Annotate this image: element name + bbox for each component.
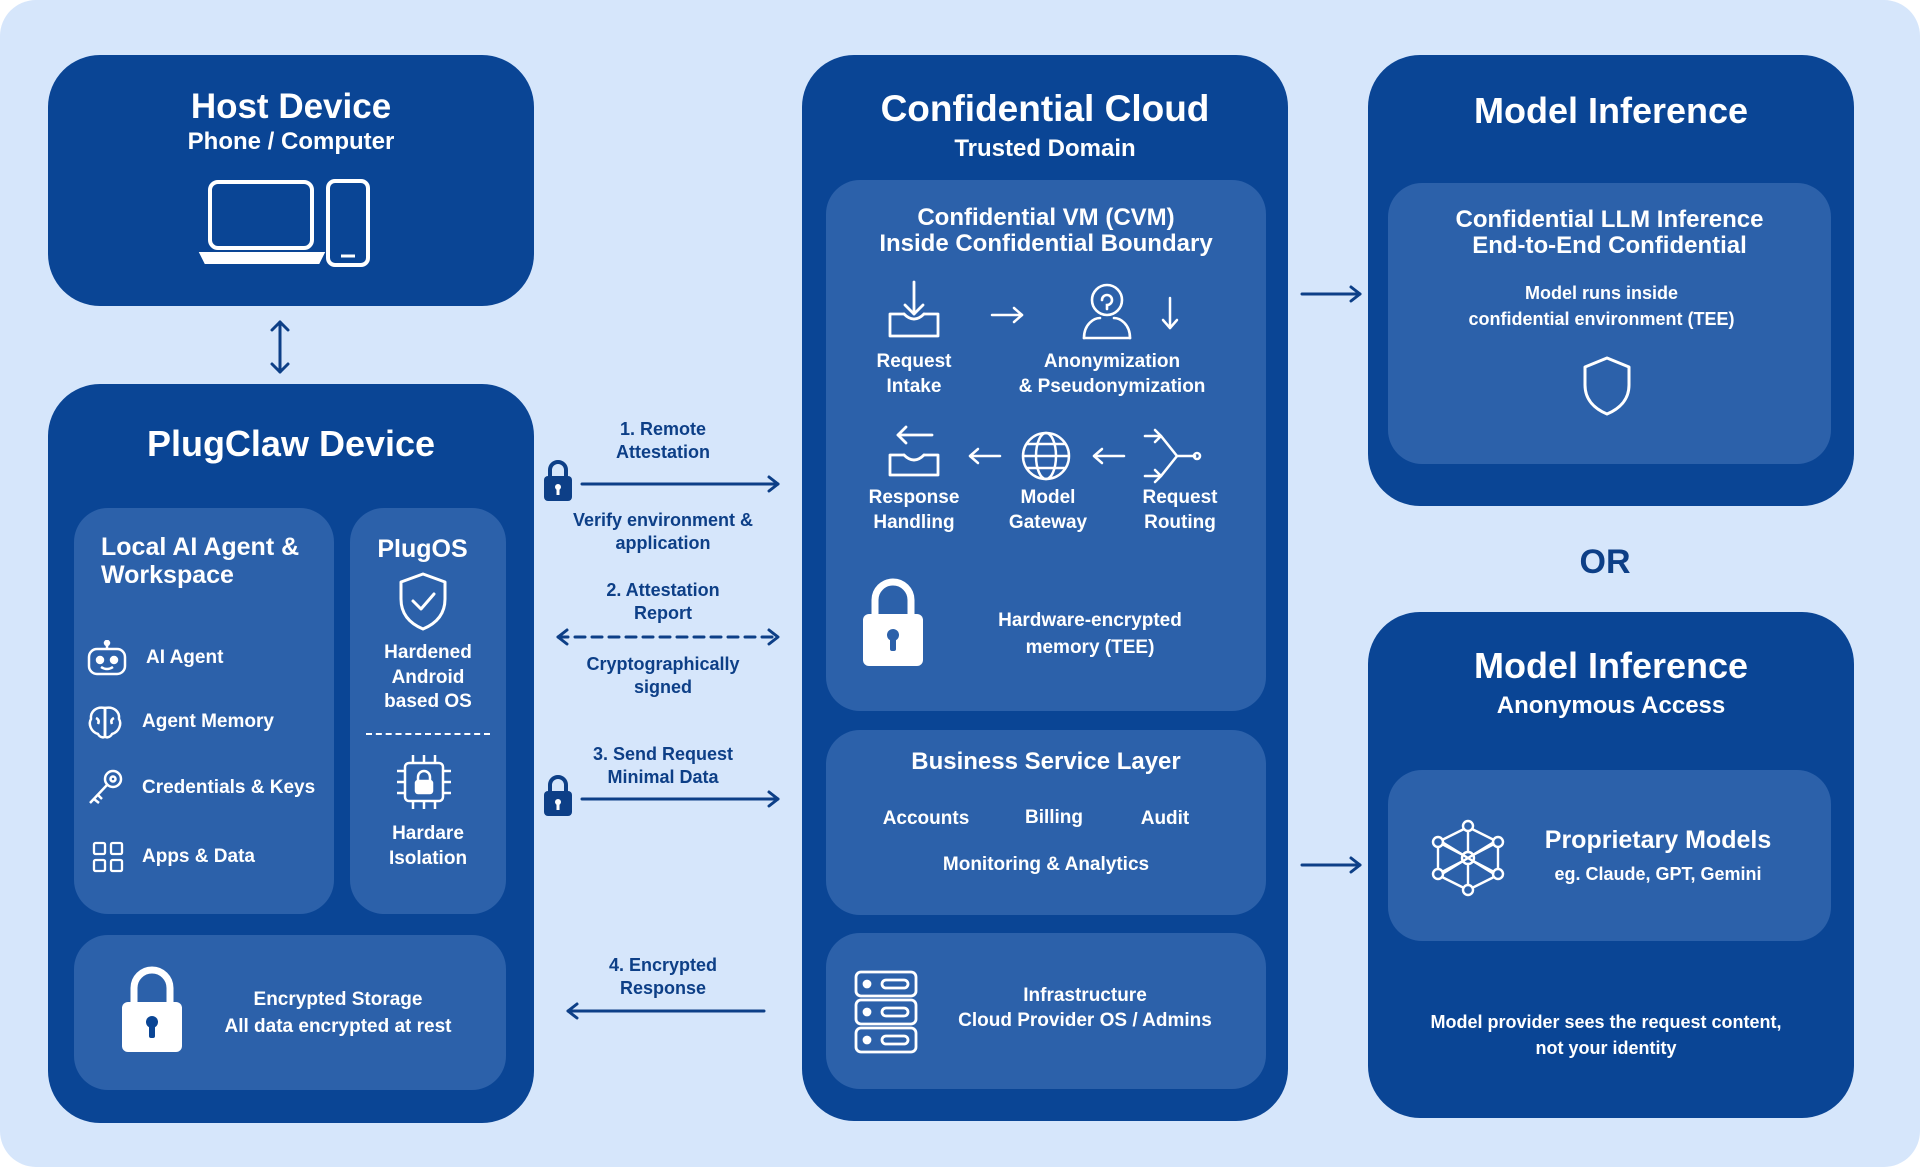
encrypted-storage-text: Encrypted Storage All data encrypted at …: [224, 989, 452, 1037]
tee-memory-text: Hardware-encrypted memory (TEE): [998, 610, 1182, 658]
proprietary-models-examples: eg. Claude, GPT, Gemini: [1554, 864, 1762, 884]
workspace-item-ai-agent: AI Agent: [86, 640, 223, 676]
cloud-to-inference-tee-arrow: [1300, 285, 1362, 303]
shield-icon: [1583, 356, 1631, 416]
padlock-icon: [863, 578, 923, 666]
cloud-title: Confidential Cloud: [880, 88, 1210, 129]
infrastructure-panel: [826, 933, 1266, 1089]
padlock-icon: [122, 966, 182, 1052]
plugos-title: PlugOS: [377, 535, 468, 563]
inference-tee-title: Model Inference: [1473, 90, 1749, 131]
download-tray-icon: [888, 280, 940, 338]
workspace-item-label: Apps & Data: [142, 846, 255, 867]
confidential-llm-panel: [1388, 183, 1831, 464]
or-label: OR: [1579, 543, 1631, 581]
infrastructure-text: Infrastructure Cloud Provider OS / Admin…: [958, 985, 1212, 1031]
lock-icon: [544, 460, 572, 501]
neural-network-icon: [1431, 819, 1505, 897]
workspace-item-apps-data: Apps & Data: [92, 840, 255, 874]
shield-check-icon: [399, 572, 447, 631]
grid-icon: [92, 841, 124, 873]
plugos-isolation-label: Hardare Isolation: [388, 823, 468, 869]
upload-tray-icon: [888, 425, 940, 477]
workspace-item-label: Agent Memory: [142, 711, 274, 732]
inference-anon-title: Model Inference: [1473, 645, 1749, 686]
server-rack-icon: [854, 970, 918, 1054]
host-device-link-arrow: [270, 320, 290, 374]
cloud-subtitle: Trusted Domain: [954, 135, 1136, 162]
flow-2-arrow: [556, 628, 780, 646]
user-mask-icon: [1082, 283, 1132, 340]
key-icon: [89, 769, 123, 804]
arrow-right-icon: [990, 306, 1024, 324]
globe-icon: [1021, 431, 1071, 481]
brain-icon: [88, 706, 122, 739]
workspace-item-agent-memory: Agent Memory: [86, 704, 274, 740]
workspace-item-credentials: Credentials & Keys: [86, 768, 315, 808]
workspace-item-label: AI Agent: [146, 647, 224, 668]
proprietary-models-title: Proprietary Models: [1544, 826, 1772, 854]
host-device-title: Host Device: [190, 87, 392, 126]
business-layer-panel: [826, 730, 1266, 915]
lock-icon: [544, 775, 572, 816]
plugos-hardened-label: Hardened Android based OS: [384, 642, 472, 713]
routing-icon: [1143, 428, 1202, 484]
robot-icon: [87, 640, 127, 676]
plugclaw-device-title: PlugClaw Device: [146, 423, 436, 464]
confidential-llm-title: Confidential LLM Inference End-to-End Co…: [1455, 206, 1764, 259]
host-device-subtitle: Phone / Computer: [187, 128, 395, 155]
step-anonymization: Anonymization& Pseudonymization: [1018, 351, 1206, 397]
business-item-accounts: Accounts: [882, 808, 970, 829]
flow-3-arrow: [580, 790, 780, 808]
business-item-billing: Billing: [1024, 807, 1084, 828]
business-item-monitoring: Monitoring & Analytics: [942, 854, 1150, 875]
flow-4-arrow: [566, 1002, 766, 1020]
arrow-left-icon: [1092, 447, 1126, 465]
business-layer-title: Business Service Layer: [911, 748, 1181, 775]
workspace-title: Local AI Agent & Workspace: [101, 533, 300, 589]
chip-lock-icon: [397, 755, 451, 809]
laptop-phone-icon: [198, 179, 370, 267]
flow-1-note: Verify environment &application: [572, 510, 754, 554]
inference-tee-note: Model runs inside confidential environme…: [1468, 283, 1735, 330]
flow-1-arrow: [580, 475, 780, 493]
workspace-item-label: Credentials & Keys: [142, 777, 316, 798]
arrow-left-icon: [968, 447, 1002, 465]
cloud-to-inference-anon-arrow: [1300, 856, 1362, 874]
business-item-audit: Audit: [1140, 808, 1190, 829]
inference-anon-note: Model provider sees the request content,…: [1430, 1012, 1782, 1059]
cvm-title: Confidential VM (CVM) Inside Confidentia…: [879, 204, 1213, 257]
arrow-down-icon: [1161, 296, 1179, 330]
plugos-divider: [366, 733, 490, 735]
inference-anon-subtitle: Anonymous Access: [1496, 692, 1726, 719]
